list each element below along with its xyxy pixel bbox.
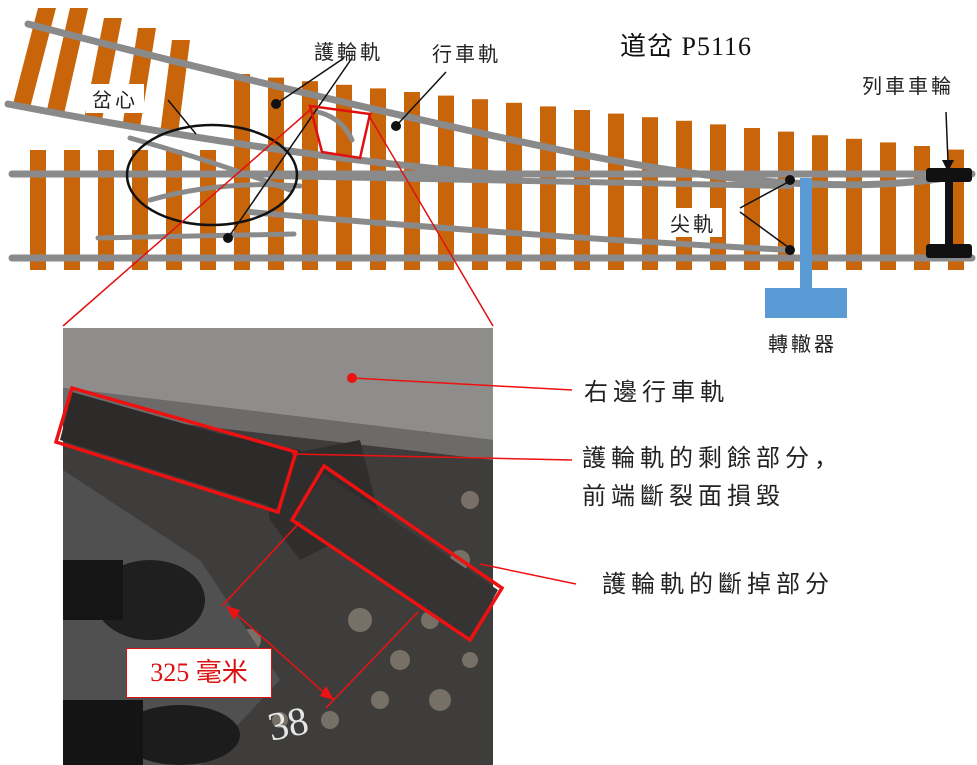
sleeper [132, 150, 148, 270]
sleeper [880, 142, 896, 270]
sleeper [472, 99, 488, 270]
sleeper [98, 150, 114, 270]
broken-part-annotation: 護輪軌的斷掉部分 [602, 572, 834, 598]
sleeper [64, 150, 80, 270]
sleeper [846, 138, 862, 270]
sleeper [744, 128, 760, 270]
wheel-arrow-head [942, 160, 954, 172]
right-running-rail-annotation: 右邊行車軌 [584, 380, 729, 406]
site-photo [60, 328, 498, 765]
remaining-part-annotation-line1: 護輪軌的剩餘部分， [582, 446, 843, 472]
sleeper [166, 150, 182, 270]
frog-label: 岔心 [86, 84, 144, 113]
sleeper [540, 106, 556, 271]
sleeper [642, 117, 658, 270]
measurement-label: 325 毫米 [126, 648, 272, 698]
sleeper [608, 113, 624, 270]
switch-blade-label: 尖軌 [664, 208, 722, 237]
measure-arrow-end [320, 686, 334, 700]
callout-dots [223, 99, 795, 255]
diagram-title: 道岔 P5116 [620, 32, 752, 61]
check-rail-label: 護輪軌 [314, 42, 383, 64]
point-machine-icon [765, 178, 847, 318]
train-wheel-icon [926, 168, 972, 258]
zoom-line-right [367, 113, 494, 327]
sleeper [200, 150, 216, 270]
remaining-part-outline [53, 385, 299, 515]
point-machine-label: 轉轍器 [768, 334, 837, 356]
callout-lines [167, 57, 949, 251]
sleeper [778, 131, 794, 270]
annotation-leaders [291, 377, 577, 585]
train-wheel-label: 列車車輪 [862, 76, 954, 98]
sleeper [812, 135, 828, 270]
remaining-part-annotation-line2: 前端斷裂面損毀 [582, 484, 785, 510]
running-rail-label: 行車軌 [432, 44, 501, 66]
sleeper [506, 102, 522, 270]
sleeper [574, 110, 590, 270]
sleeper [676, 120, 692, 270]
measurement-lines [221, 521, 419, 709]
check-rail-highlight [308, 104, 372, 160]
rail-marker-dot [347, 373, 357, 383]
sleeper [30, 150, 46, 270]
broken-part-outline [289, 463, 505, 643]
measure-arrow-start [226, 606, 240, 620]
frog-ellipse [125, 123, 299, 227]
zoom-line-left [62, 109, 311, 327]
